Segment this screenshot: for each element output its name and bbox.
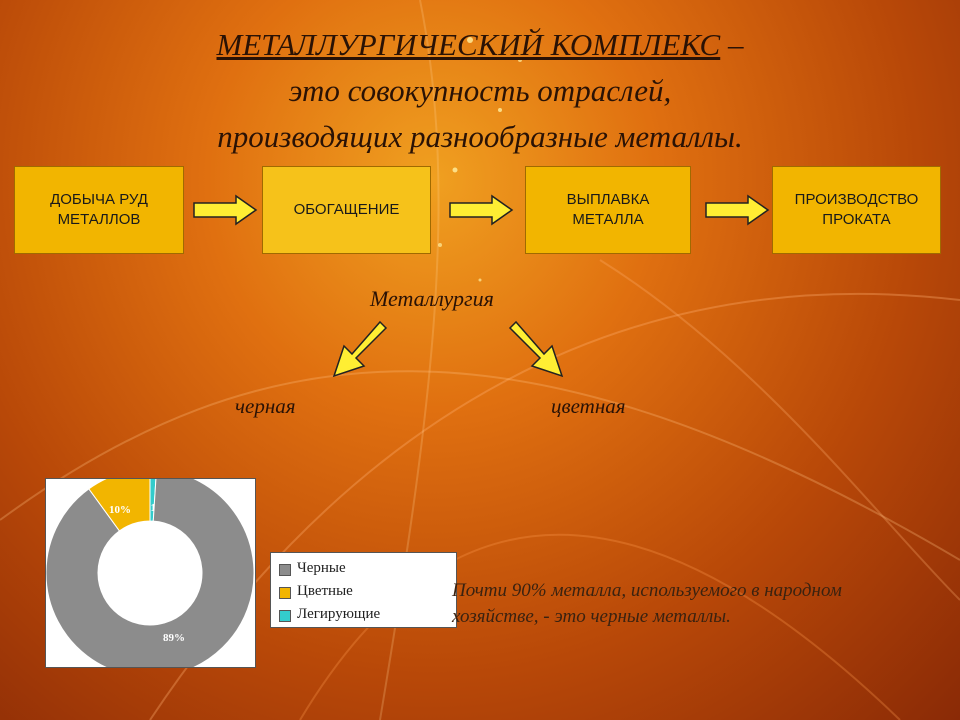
legend-item-alloying: Легирующие — [279, 603, 456, 626]
legend-label: Черные — [297, 560, 346, 576]
arrow-down-right-icon — [508, 320, 564, 378]
step-text: МЕТАЛЛА — [572, 211, 644, 228]
title-line-1: МЕТАЛЛУРГИЧЕСКИЙ КОМПЛЕКС – — [0, 22, 960, 68]
title-heading: МЕТАЛЛУРГИЧЕСКИЙ КОМПЛЕКС — [216, 27, 721, 62]
legend-item-ferrous: Черные — [279, 557, 456, 580]
donut-slice-Черные — [45, 468, 255, 678]
step-box-ore-mining: ДОБЫЧА РУД МЕТАЛЛОВ — [14, 166, 184, 254]
branch-ferrous: черная — [235, 394, 296, 418]
step-box-rolling: ПРОИЗВОДСТВО ПРОКАТА — [772, 166, 941, 254]
legend-label: Цветные — [297, 583, 353, 599]
footnote-line-2: хозяйстве, - это черные металлы. — [452, 606, 731, 627]
step-text: ПРОКАТА — [822, 211, 891, 228]
legend-swatch — [279, 587, 291, 599]
arrow-down-left-icon — [332, 320, 388, 378]
footnote-line-1: Почти 90% металла, используемого в народ… — [452, 580, 842, 601]
step-box-enrichment: ОБОГАЩЕНИЕ — [262, 166, 431, 254]
step-box-smelting: ВЫПЛАВКА МЕТАЛЛА — [525, 166, 691, 254]
step-text: ПРОИЗВОДСТВО — [794, 191, 919, 208]
title-block: МЕТАЛЛУРГИЧЕСКИЙ КОМПЛЕКС – это совокупн… — [0, 22, 960, 160]
step-text: ВЫПЛАВКА — [566, 191, 650, 208]
step-text: ОБОГАЩЕНИЕ — [293, 201, 400, 218]
metallurgy-label: Металлургия — [370, 286, 494, 311]
step-text: ДОБЫЧА РУД — [50, 191, 148, 208]
legend-swatch — [279, 564, 291, 576]
donut-data-label: 89% — [163, 632, 185, 644]
donut-data-label: 10% — [109, 504, 131, 516]
doughnut-chart: 1%89%10% — [45, 468, 256, 678]
branch-nonferrous: цветная — [551, 394, 626, 418]
legend-swatch — [279, 610, 291, 622]
chart-legend: Черные Цветные Легирующие — [270, 552, 457, 628]
legend-item-nonferrous: Цветные — [279, 580, 456, 603]
title-dash: – — [720, 27, 744, 62]
title-line-2: это совокупность отраслей, — [288, 73, 672, 108]
flow-arrow-right-icon — [193, 194, 258, 226]
doughnut-svg: 1%89%10% — [45, 468, 255, 678]
legend-label: Легирующие — [297, 606, 381, 622]
flow-arrow-right-icon — [449, 194, 514, 226]
title-line-3: производящих разнообразные металлы. — [217, 119, 743, 154]
footnote: Почти 90% металла, используемого в народ… — [452, 578, 960, 630]
flow-arrow-right-icon — [705, 194, 770, 226]
step-text: МЕТАЛЛОВ — [57, 211, 141, 228]
